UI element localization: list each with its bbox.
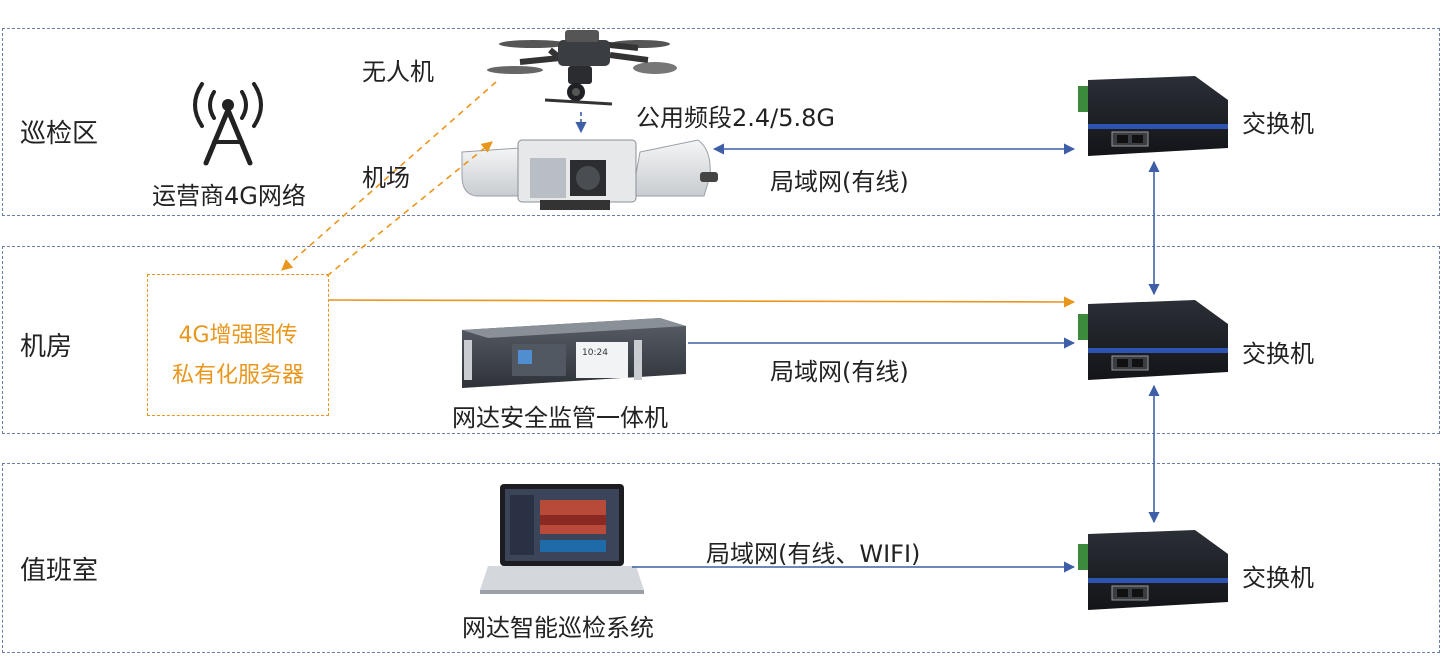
network-switch-icon [1078, 300, 1228, 380]
security-unit-label: 网达安全监管一体机 [452, 404, 668, 432]
network-switch-icon [1078, 76, 1228, 156]
zone-label-patrol: 巡检区 [20, 119, 99, 149]
rack-server-icon: 10:24 [462, 318, 686, 388]
wireless-links [281, 81, 1076, 308]
server-line-1: 4G增强图传 [178, 323, 298, 348]
public-band-label: 公用频段2.4/5.8G [636, 104, 836, 132]
lan-links [575, 112, 1160, 573]
patrol-system-label: 网达智能巡检系统 [462, 614, 654, 642]
zone-label-duty-room: 值班室 [20, 556, 99, 586]
radio-tower-icon [193, 82, 263, 166]
zone-duty-room [2, 463, 1440, 653]
network-switch-icon [1078, 530, 1228, 610]
svg-text:10:24: 10:24 [582, 348, 608, 358]
drone-icon [487, 30, 677, 106]
laptop-icon [480, 484, 644, 594]
switch-label-3: 交换机 [1242, 564, 1314, 592]
zone-machine-room [2, 246, 1440, 434]
drone-dock-icon [461, 139, 718, 210]
carrier-4g-label: 运营商4G网络 [152, 182, 306, 210]
switch-label-1: 交换机 [1242, 110, 1314, 138]
switch-label-2: 交换机 [1242, 340, 1314, 368]
dock-label: 机场 [362, 164, 410, 192]
private-server-box: 4G增强图传 私有化服务器 [147, 274, 329, 416]
server-line-2: 私有化服务器 [171, 363, 304, 388]
lan-wired-label-1: 局域网(有线) [770, 168, 909, 196]
drone-label: 无人机 [362, 58, 434, 86]
zone-patrol-area [2, 28, 1440, 216]
lan-wired-label-2: 局域网(有线) [770, 358, 909, 386]
lan-wired-wifi-label: 局域网(有线、WIFI) [706, 540, 921, 568]
zone-label-machine-room: 机房 [20, 332, 73, 362]
